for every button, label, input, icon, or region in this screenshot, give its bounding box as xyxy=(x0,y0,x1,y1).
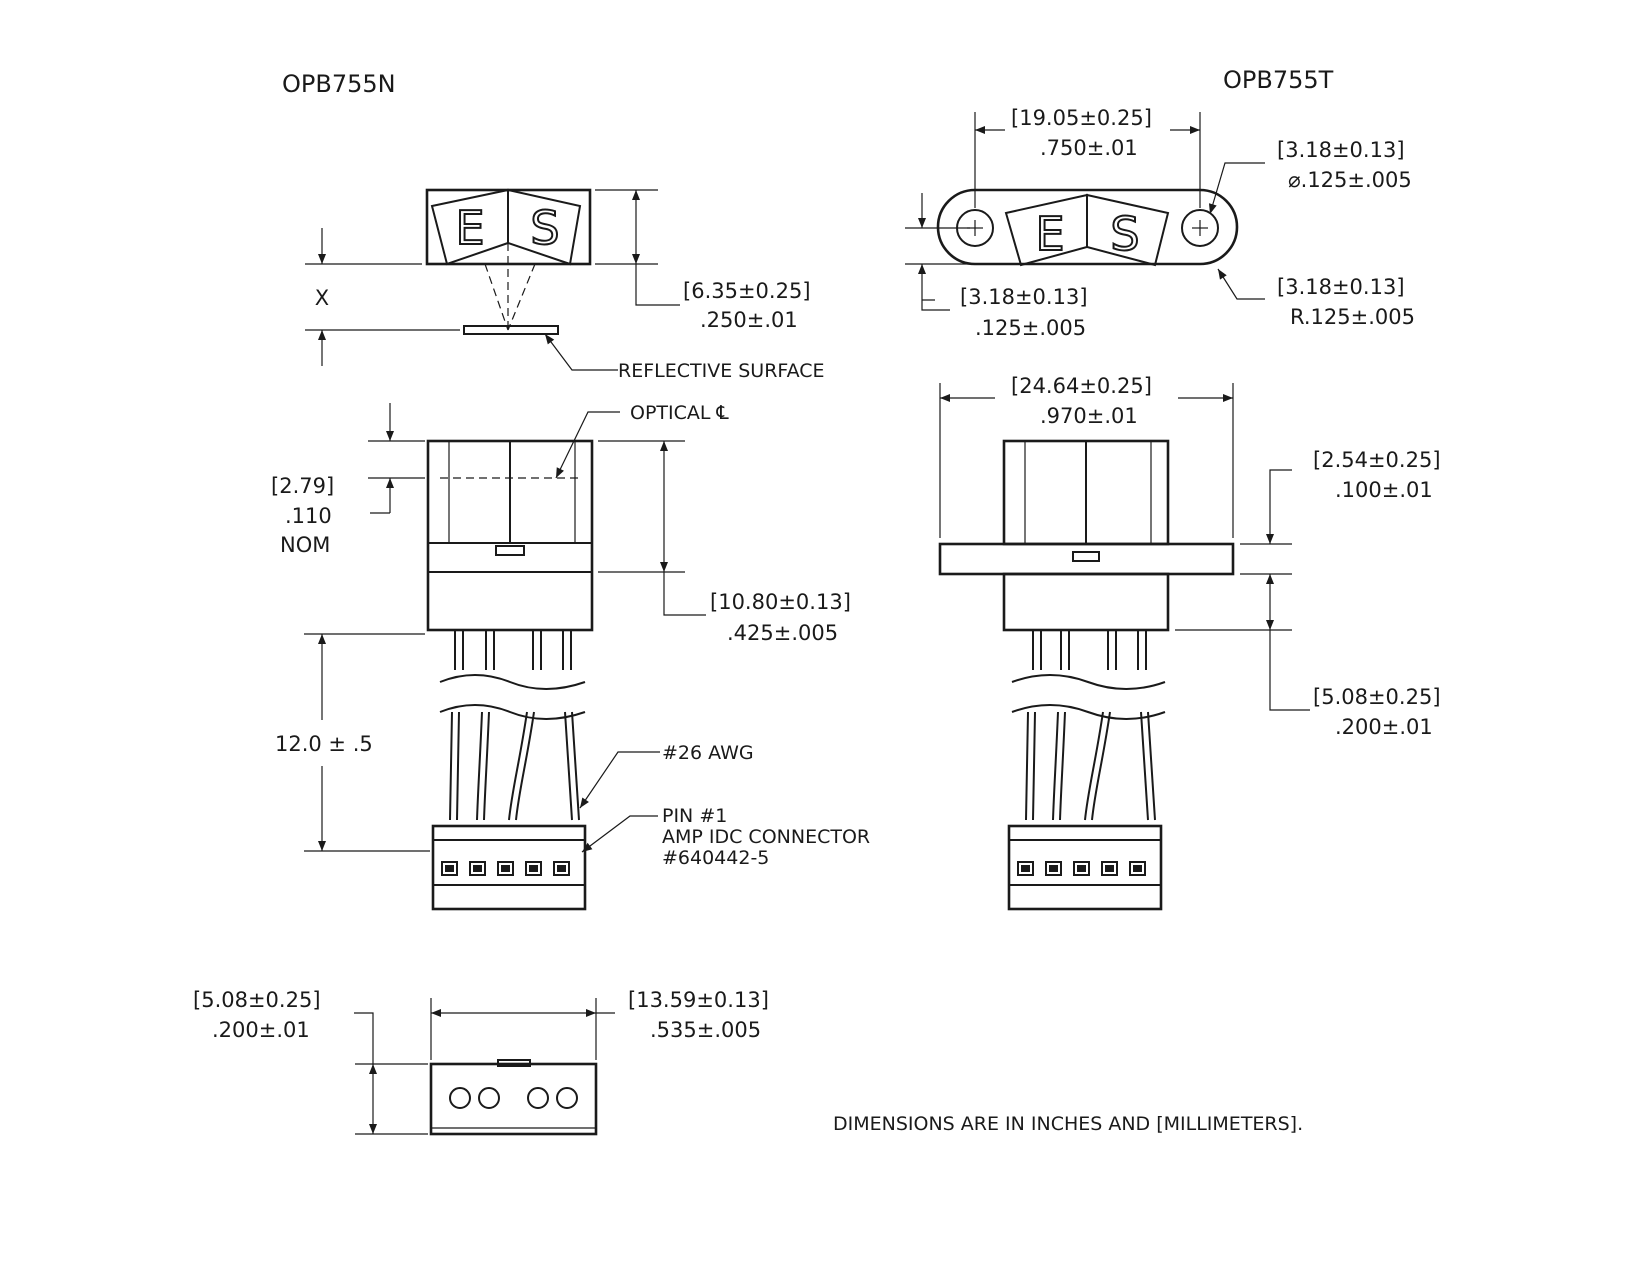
dim-lower-mm: [5.08±0.25] xyxy=(1313,685,1441,709)
left-title: OPB755N xyxy=(282,70,396,98)
left-view: OPB755N E S REFLECTIVE SURFACE X xyxy=(193,70,870,1136)
dim-bottom-height-in: .200±.01 xyxy=(212,1018,310,1042)
dim-hole-spacing-in: .750±.01 xyxy=(1040,136,1138,160)
right-connector xyxy=(1007,824,1163,911)
dim-height-mm: [6.35±0.25] xyxy=(683,279,811,303)
dim-width-mm: [24.64±0.25] xyxy=(1011,374,1152,398)
dim-bottom-width-in: .535±.005 xyxy=(650,1018,761,1042)
dim-flange-thk-mm: [2.54±0.25] xyxy=(1313,448,1441,472)
dim-x-label: X xyxy=(315,286,329,310)
awg-label: #26 AWG xyxy=(662,742,754,764)
right-indicator xyxy=(1072,551,1100,562)
dim-flange-mm: [3.18±0.13] xyxy=(960,285,1088,309)
right-connector-pins xyxy=(1017,861,1146,876)
dim-flange-thk-in: .100±.01 xyxy=(1335,478,1433,502)
dim-nom-word: NOM xyxy=(280,533,330,557)
dim-radius-in: R.125±.005 xyxy=(1290,305,1415,329)
dim-nom-in: .110 xyxy=(285,504,332,528)
left-bottom-view: [13.59±0.13] .535±.005 [5.08±0.25] .200±… xyxy=(193,988,769,1136)
right-flange-top-view: E S [19.05±0.25] .750±.01 [3.18±0.13] ⌀.… xyxy=(905,106,1415,340)
dim-hole-dia-in: ⌀.125±.005 xyxy=(1288,168,1412,192)
dim-body-in: .425±.005 xyxy=(727,621,838,645)
dim-flange-in: .125±.005 xyxy=(975,316,1086,340)
left-connector-pins xyxy=(441,861,570,876)
part-label: #640442-5 xyxy=(662,847,769,869)
left-sensor-top-view: E S REFLECTIVE SURFACE X [6.35±0.25] .25… xyxy=(305,188,825,382)
left-logo-s: S xyxy=(530,201,559,255)
dim-bottom-width-mm: [13.59±0.13] xyxy=(628,988,769,1012)
dim-hole-spacing-mm: [19.05±0.25] xyxy=(1011,106,1152,130)
right-flange xyxy=(938,542,1235,576)
dim-hole-dia-mm: [3.18±0.13] xyxy=(1277,138,1405,162)
reflective-surface xyxy=(463,325,559,335)
dim-width-in: .970±.01 xyxy=(1040,404,1138,428)
dim-body-mm: [10.80±0.13] xyxy=(710,590,851,614)
dim-lead-length: 12.0 ± .5 xyxy=(275,732,373,756)
connector-label: AMP IDC CONNECTOR xyxy=(662,826,870,848)
dim-radius-mm: [3.18±0.13] xyxy=(1277,275,1405,299)
dim-bottom-height-mm: [5.08±0.25] xyxy=(193,988,321,1012)
right-side-view: [24.64±0.25] .970±.01 [2.54±0.25] .100±.… xyxy=(938,374,1441,911)
dim-height-in: .250±.01 xyxy=(700,308,798,332)
right-logo-e: E xyxy=(1035,207,1064,261)
dim-lower-in: .200±.01 xyxy=(1335,715,1433,739)
reflective-label: REFLECTIVE SURFACE xyxy=(618,360,825,382)
right-logo-s: S xyxy=(1110,207,1139,261)
right-view: OPB755T E S [19.05±0.25] .750±.01 [3.18±… xyxy=(905,66,1441,911)
optical-label: OPTICAL ℄ xyxy=(630,402,730,424)
dimensions-note: DIMENSIONS ARE IN INCHES AND [MILLIMETER… xyxy=(833,1113,1303,1135)
dim-nom-mm: [2.79] xyxy=(271,474,334,498)
pin-label: PIN #1 xyxy=(662,805,727,827)
left-logo-e: E xyxy=(455,201,484,255)
right-title: OPB755T xyxy=(1223,66,1334,94)
left-side-view: OPTICAL ℄ [2.79] .110 NOM [10.80±0.13] .… xyxy=(271,402,870,911)
left-indicator xyxy=(495,545,525,556)
left-connector xyxy=(431,824,587,911)
